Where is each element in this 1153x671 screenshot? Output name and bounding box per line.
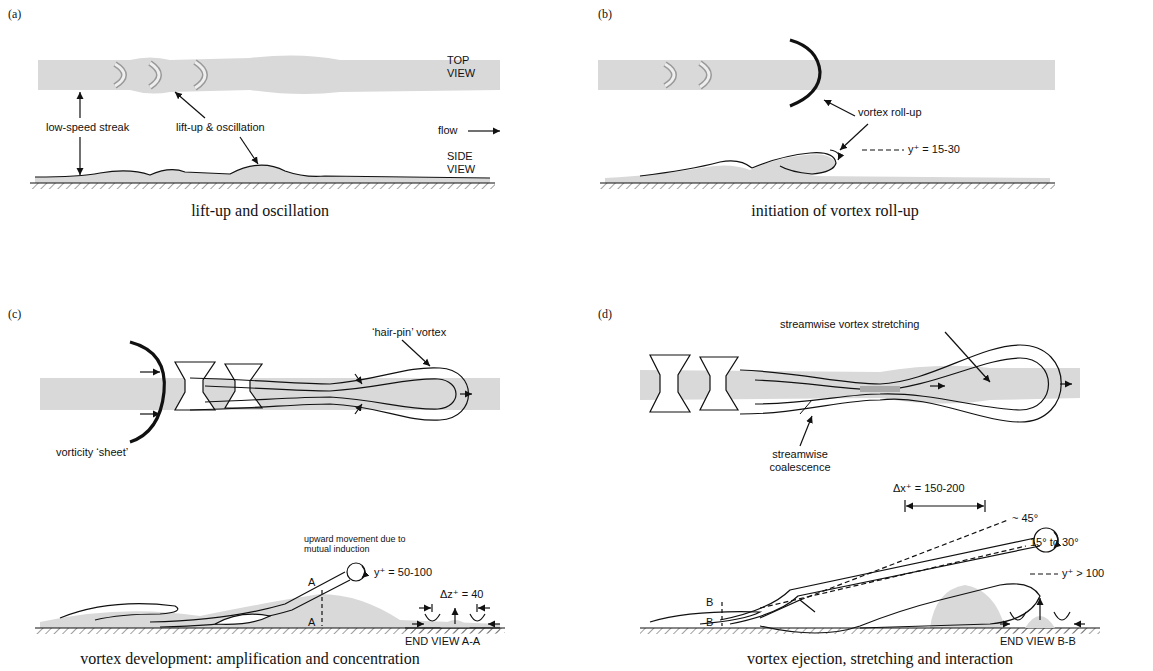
- annotation-label: streamwise coalescence: [760, 448, 840, 473]
- annotation-label: lift-up & oscillation: [176, 121, 265, 134]
- caption-text: vortex ejection, stretching and interact…: [747, 650, 1013, 668]
- annotation-label: TOP VIEW: [447, 54, 487, 79]
- caption-text: (c): [8, 308, 21, 322]
- annotation-label: vortex roll-up: [858, 106, 922, 119]
- annotation-label: vorticity ‘sheet’: [56, 446, 128, 459]
- annotation-label: y⁺ = 50-100: [374, 566, 432, 579]
- annotation-label: flow: [438, 124, 458, 137]
- annotation-label: SIDE VIEW: [447, 150, 487, 175]
- annotation-label: END VIEW A-A: [405, 635, 480, 648]
- annotation-label: ~ 45°: [1012, 512, 1038, 525]
- annotation-label: y⁺ = 15-30: [908, 143, 960, 156]
- caption-text: vortex development: amplification and co…: [80, 650, 419, 668]
- annotation-label: B: [706, 596, 713, 609]
- annotation-label: low-speed streak: [46, 121, 129, 134]
- caption-text: lift-up and oscillation: [191, 202, 329, 220]
- annotation-label: A: [308, 616, 315, 629]
- annotation-label: upward movement due to mutual induction: [304, 534, 424, 555]
- annotation-label: Δx⁺ = 150-200: [893, 482, 965, 495]
- annotation-label: A: [308, 576, 315, 589]
- annotation-label: streamwise vortex stretching: [780, 318, 919, 331]
- annotation-label: B: [706, 616, 713, 629]
- caption-text: (d): [598, 308, 612, 322]
- caption-text: initiation of vortex roll-up: [751, 202, 919, 220]
- caption-text: (b): [598, 8, 612, 22]
- annotation-label: ‘hair-pin’ vortex: [372, 326, 446, 339]
- annotation-label: y⁺ > 100: [1062, 567, 1104, 580]
- caption-text: (a): [8, 8, 21, 22]
- annotation-label: END VIEW B-B: [1000, 635, 1076, 648]
- annotation-label: Δz⁺ = 40: [440, 588, 483, 601]
- annotation-label: 15° to 30°: [1030, 536, 1079, 549]
